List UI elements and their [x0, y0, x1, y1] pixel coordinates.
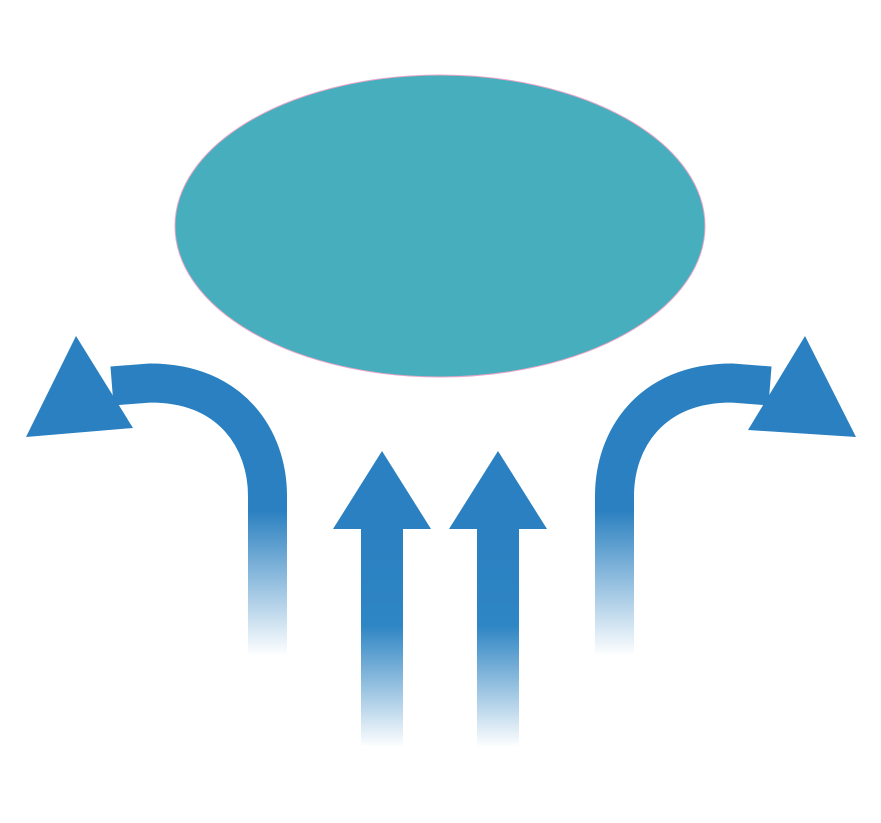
left-arrow-stem — [248, 494, 287, 656]
right-curved-arrow — [595, 336, 856, 656]
middle-right-arrowhead — [449, 451, 547, 529]
middle-left-arrow-stem — [361, 527, 403, 747]
left-arrowhead — [26, 336, 133, 437]
middle-right-arrow — [449, 451, 547, 747]
middle-right-arrow-stem — [477, 527, 519, 747]
left-arrow-curve — [110, 363, 287, 497]
right-arrow-curve — [595, 363, 772, 497]
left-curved-arrow — [26, 336, 287, 656]
right-arrowhead — [748, 336, 856, 437]
middle-left-arrow — [333, 451, 431, 747]
middle-left-arrowhead — [333, 451, 431, 529]
central-ellipse — [174, 74, 706, 378]
right-arrow-stem — [595, 494, 634, 656]
